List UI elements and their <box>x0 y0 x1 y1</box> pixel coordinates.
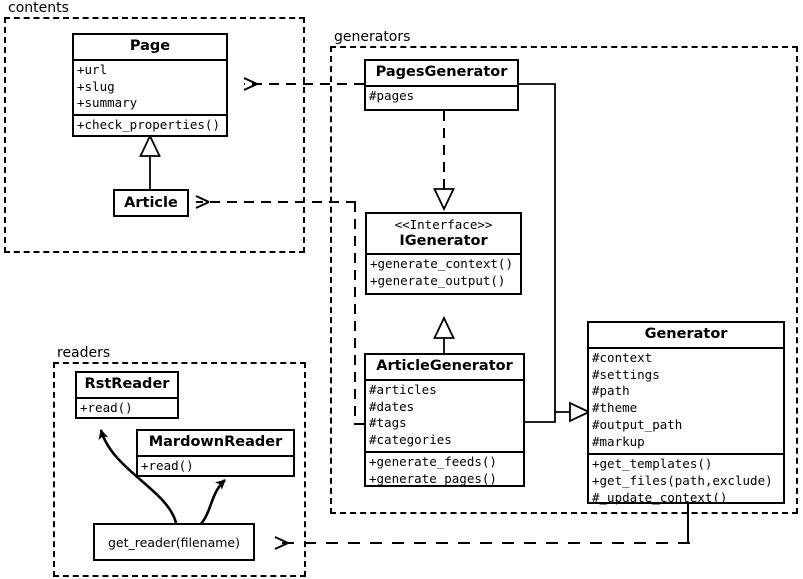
class-attributes-pagesgenerator: #pages <box>366 84 517 107</box>
package-contents-label: contents <box>6 0 71 16</box>
package-readers <box>53 362 306 577</box>
class-title-rstreader: RstReader <box>84 376 170 392</box>
class-method: +get_files(path,exclude) <box>592 472 773 488</box>
class-attributes-generator: #context #settings #path #theme #output_… <box>589 346 783 453</box>
class-methods-rstreader: +read() <box>77 396 177 419</box>
class-attribute: #settings <box>592 366 660 382</box>
class-attribute: #articles <box>369 381 437 397</box>
class-methods-page: +check_properties() <box>74 114 226 136</box>
package-contents <box>4 17 305 253</box>
class-title-pagesgenerator: PagesGenerator <box>375 64 508 80</box>
class-title-generator: Generator <box>644 326 728 342</box>
class-box-article[interactable]: Article <box>113 189 189 217</box>
class-title-page: Page <box>129 38 171 54</box>
class-attribute: #dates <box>369 398 415 414</box>
class-method: #_update_context() <box>592 489 728 505</box>
class-method: +check_properties() <box>77 117 220 133</box>
class-attribute: #markup <box>592 434 645 450</box>
class-methods-generator: +get_templates() +get_files(path,exclude… <box>589 452 783 509</box>
class-box-mardownreader[interactable]: MardownReader +read() <box>136 429 295 477</box>
class-attribute: #tags <box>369 415 407 431</box>
class-attribute: #theme <box>592 400 638 416</box>
class-attribute: +slug <box>77 78 115 94</box>
class-attribute: #pages <box>369 87 415 103</box>
class-title-articlegenerator: ArticleGenerator <box>376 358 513 374</box>
class-name-igenerator: IGenerator <box>399 232 488 249</box>
class-box-generator[interactable]: Generator #context #settings #path #them… <box>587 321 785 505</box>
package-readers-label: readers <box>55 345 113 361</box>
class-methods-igenerator: +generate_context() +generate_output() <box>367 253 520 292</box>
class-box-page[interactable]: Page +url +slug +summary +check_properti… <box>72 33 228 137</box>
class-attributes-articlegenerator: #articles #dates #tags #categories <box>366 378 523 452</box>
class-box-articlegenerator[interactable]: ArticleGenerator #articles #dates #tags … <box>364 353 525 487</box>
function-label-get-reader: get_reader(filename) <box>108 534 240 550</box>
class-box-igenerator[interactable]: <<Interface>> IGenerator +generate_conte… <box>365 212 522 295</box>
class-title-igenerator: <<Interface>> IGenerator <box>367 214 520 253</box>
package-generators <box>330 46 798 514</box>
class-method: +read() <box>80 399 133 415</box>
class-stereotype-igenerator: <<Interface>> <box>394 217 493 232</box>
class-attribute: #context <box>592 349 653 365</box>
class-method: +read() <box>141 457 194 473</box>
package-generators-label: generators <box>332 29 413 45</box>
class-title-article: Article <box>124 194 178 211</box>
class-attribute: #categories <box>369 432 452 448</box>
class-box-rstreader[interactable]: RstReader +read() <box>75 371 179 419</box>
class-attribute: #output_path <box>592 417 683 433</box>
class-box-pagesgenerator[interactable]: PagesGenerator #pages <box>364 59 519 111</box>
class-attribute: #path <box>592 383 630 399</box>
class-attribute: +summary <box>77 95 138 111</box>
class-title-mardownreader: MardownReader <box>148 434 283 450</box>
class-method: +get_templates() <box>592 455 713 471</box>
class-method: +generate_context() <box>370 256 513 272</box>
class-method: +generate_output() <box>370 273 506 289</box>
class-methods-mardownreader: +read() <box>138 454 293 477</box>
class-methods-articlegenerator: +generate_feeds() +generate_pages() <box>366 451 523 490</box>
class-method: +generate_pages() <box>369 471 497 487</box>
class-method: +generate_feeds() <box>369 454 497 470</box>
class-attributes-page: +url +slug +summary <box>74 58 226 115</box>
function-box-get-reader[interactable]: get_reader(filename) <box>93 523 255 561</box>
class-attribute: +url <box>77 61 108 77</box>
